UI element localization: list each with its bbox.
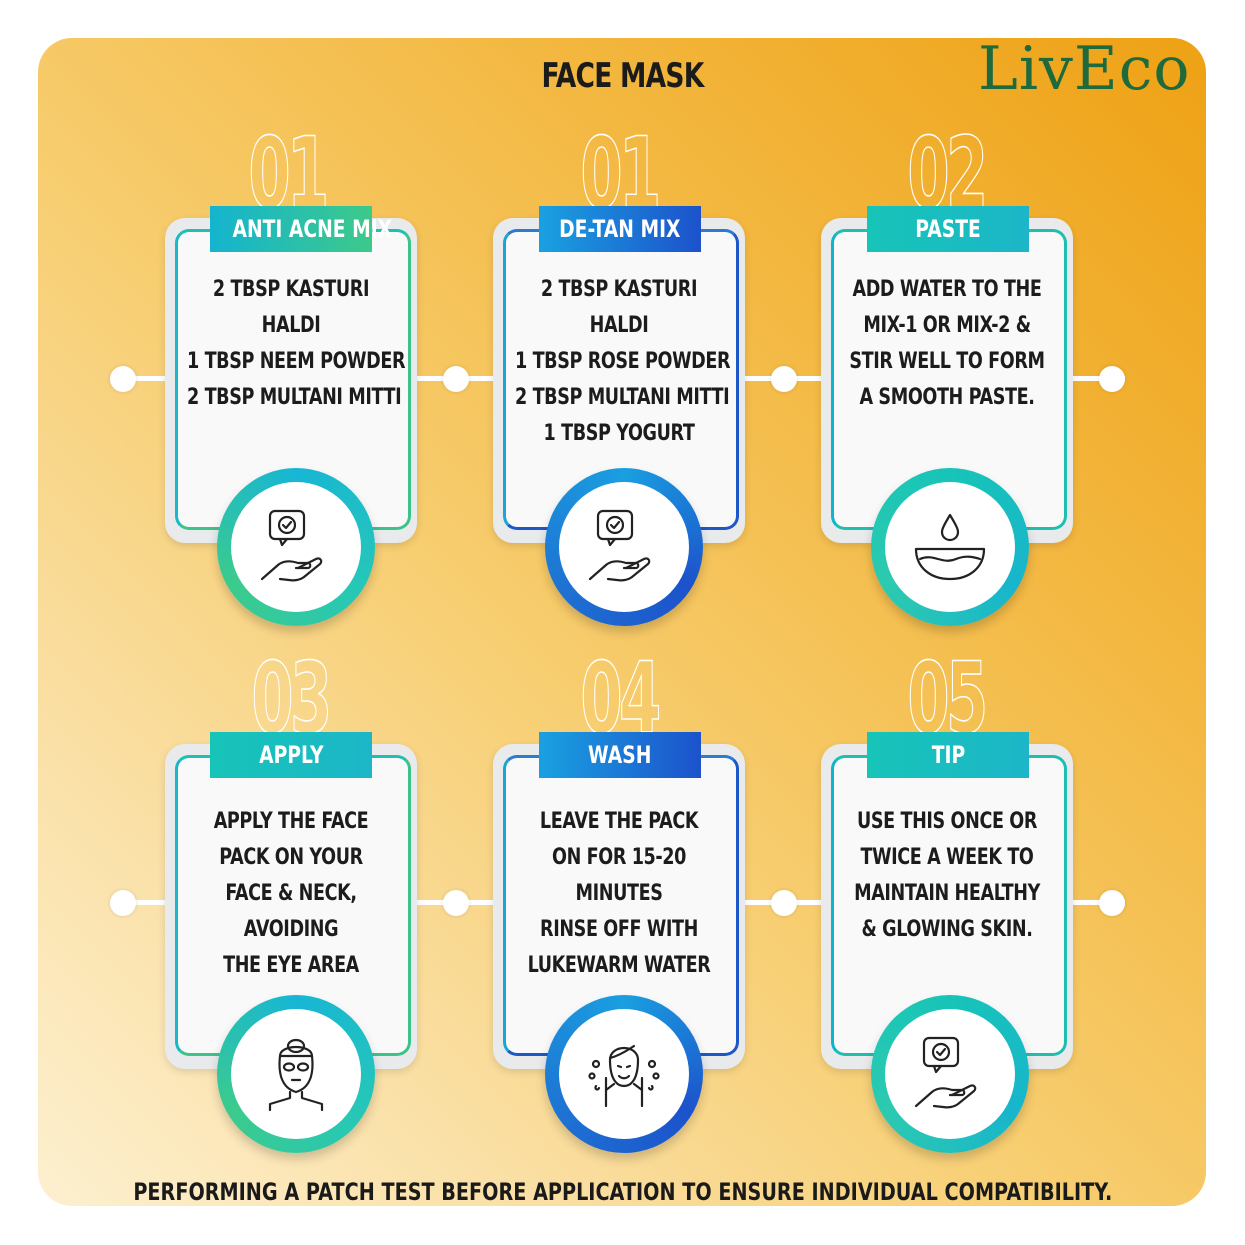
page-title: FACE MASK <box>541 56 705 96</box>
step-label: WASH <box>539 732 701 778</box>
step-icon-ring <box>871 995 1029 1153</box>
timeline-dot <box>110 366 136 392</box>
timeline-dot <box>443 890 469 916</box>
timeline-dot <box>443 366 469 392</box>
bowl-drop-icon <box>914 513 986 581</box>
step-icon-ring <box>871 468 1029 626</box>
step-description: 2 TBSP KASTURI HALDI 1 TBSP ROSE POWDER … <box>515 277 731 446</box>
step-description: APPLY THE FACE PACK ON YOUR FACE & NECK,… <box>213 809 369 978</box>
step-icon-ring <box>217 995 375 1153</box>
timeline-dot <box>771 366 797 392</box>
timeline-dot <box>110 890 136 916</box>
timeline-dot <box>771 890 797 916</box>
step-label: DE-TAN MIX <box>539 206 701 252</box>
step-description: ADD WATER TO THE MIX-1 OR MIX-2 & STIR W… <box>849 277 1045 410</box>
footer-disclaimer: PERFORMING A PATCH TEST BEFORE APPLICATI… <box>133 1178 1112 1206</box>
step-icon-ring <box>545 995 703 1153</box>
hand-check-bubble-icon <box>588 509 651 582</box>
step-icon-ring <box>217 468 375 626</box>
step-label: ANTI ACNE MIX <box>210 206 392 252</box>
timeline-dot <box>1099 366 1125 392</box>
hand-check-bubble-icon <box>914 1036 977 1109</box>
step-description: USE THIS ONCE OR TWICE A WEEK TO MAINTAI… <box>854 809 1040 942</box>
step-label: PASTE <box>867 206 1029 252</box>
step-icon-ring <box>545 468 703 626</box>
step-description: LEAVE THE PACK ON FOR 15-20 MINUTES RINS… <box>527 809 711 978</box>
step-description: 2 TBSP KASTURI HALDI 1 TBSP NEEM POWDER … <box>187 277 406 410</box>
face-wash-icon <box>588 1044 660 1108</box>
face-mask-icon <box>268 1038 324 1112</box>
timeline-dot <box>1099 890 1125 916</box>
brand-logo: LivEco <box>978 34 1191 104</box>
hand-check-bubble-icon <box>260 509 323 582</box>
step-label: APPLY <box>210 732 372 778</box>
step-label: TIP <box>867 732 1029 778</box>
